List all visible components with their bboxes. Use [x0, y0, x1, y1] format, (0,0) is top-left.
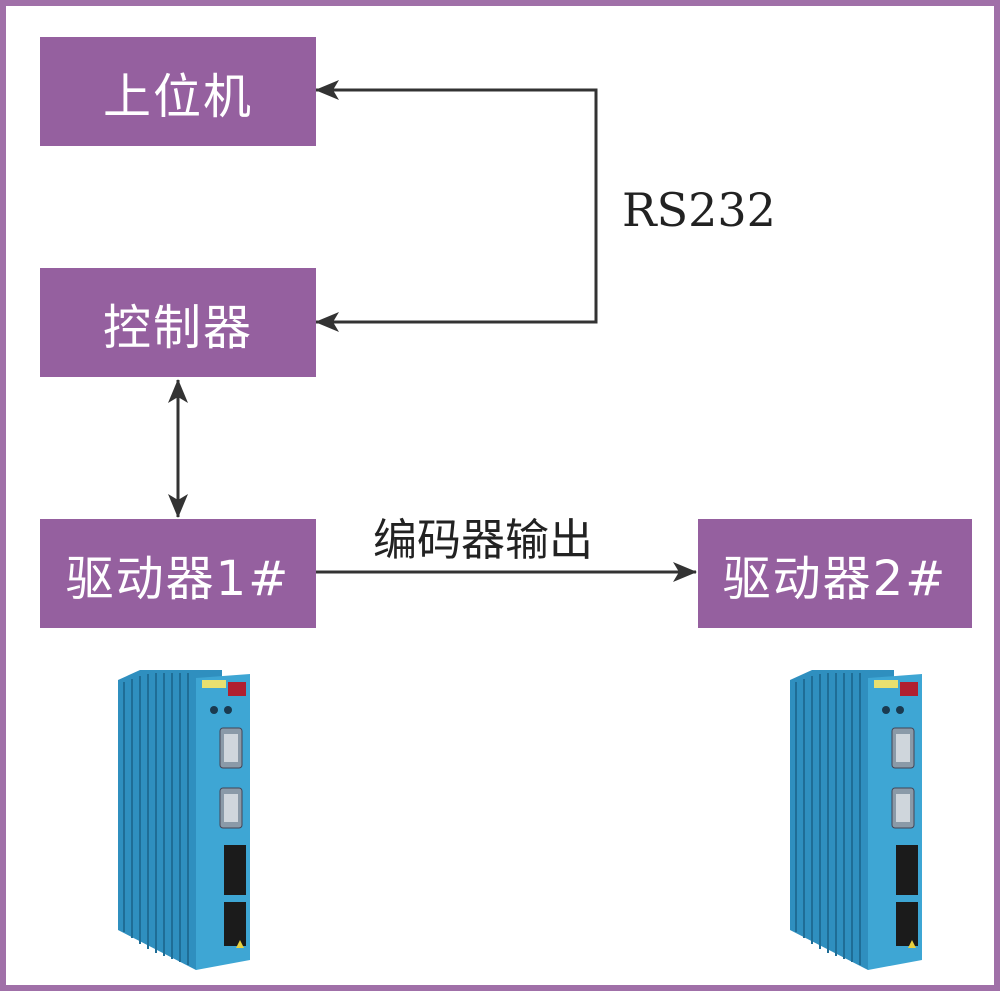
- servo-drive-image-1: [118, 670, 250, 970]
- edge-label-encoder-output: 编码器输出: [373, 515, 593, 566]
- edge-label-rs232: RS232: [622, 183, 776, 237]
- servo-drive-image-2: [790, 670, 922, 970]
- connector-layer: [168, 80, 697, 582]
- node-driver2: 驱动器2#: [698, 519, 972, 628]
- node-driver1: 驱动器1#: [40, 519, 316, 628]
- edge-rs232: [315, 80, 598, 332]
- node-host: 上位机: [40, 37, 316, 146]
- node-controller: 控制器: [40, 268, 316, 377]
